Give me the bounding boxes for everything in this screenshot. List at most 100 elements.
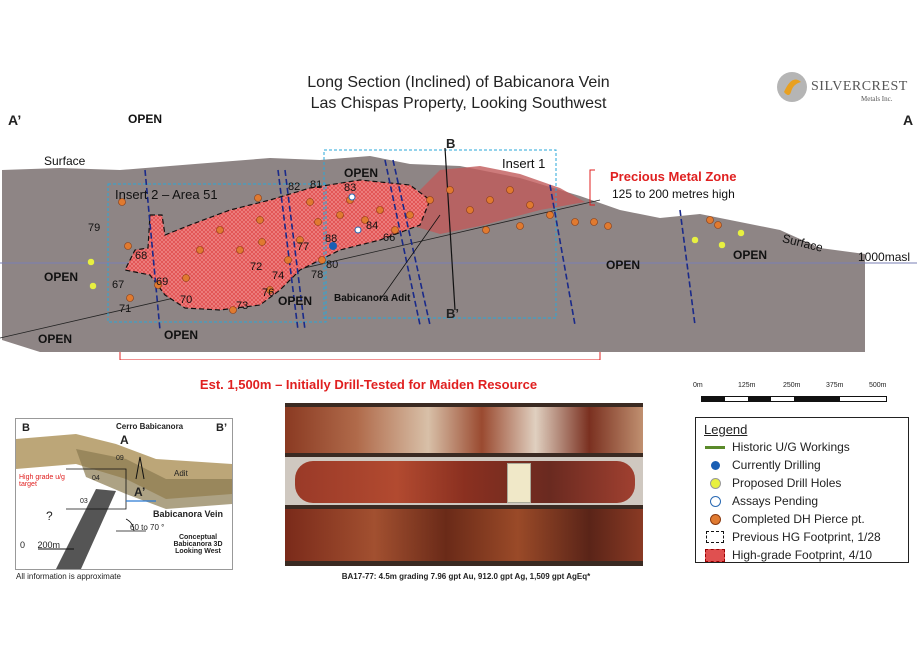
inset-angle-label: 60 to 70 °: [130, 523, 165, 532]
scale-tick-label: 125m: [738, 382, 756, 389]
surface-label-left: Surface: [44, 154, 86, 168]
logo-subtitle: Metals Inc.: [861, 95, 893, 103]
insert-1-label: Insert 1: [502, 156, 546, 171]
legend-item-previous-hg: Previous HG Footprint, 1/28: [704, 528, 900, 546]
open-label: OPEN: [278, 294, 313, 308]
core-row: [295, 461, 635, 503]
insert-2-label: Insert 2 – Area 51: [115, 187, 218, 202]
pmz-subtitle: 125 to 200 metres high: [612, 187, 735, 201]
inset-a-label: A: [120, 433, 129, 447]
inset-adit-label: Adit: [174, 469, 188, 478]
hole-number: 84: [366, 220, 379, 232]
scale-bar-graphic: [701, 396, 887, 402]
pmz-bracket: [589, 169, 595, 206]
silvercrest-logo: SILVERCREST Metals Inc.: [775, 70, 910, 106]
open-label: OPEN: [733, 248, 768, 262]
hole-number: 77: [297, 241, 310, 253]
extent-label: Est. 1,500m – Initially Drill-Tested for…: [199, 377, 538, 392]
scale-tick-label: 250m: [783, 382, 801, 389]
scale-tick-label: 500m: [869, 382, 887, 389]
open-label: OPEN: [164, 328, 199, 342]
hole-number: 81: [310, 179, 323, 191]
adit-pointer: [379, 214, 441, 301]
legend-title: Legend: [704, 422, 748, 437]
green-line-icon: [704, 445, 726, 449]
hole-number: 73: [236, 300, 249, 312]
section-b-line: [444, 147, 456, 311]
page-title-line2: Las Chispas Property, Looking Southwest: [310, 95, 607, 112]
insert-2-box: [107, 183, 327, 323]
legend-item-historic: Historic U/G Workings: [704, 438, 900, 456]
core-caption: BA17-77: 4.5m grading 7.96 gpt Au, 912.0…: [341, 572, 591, 581]
extent-bracket: [119, 352, 601, 360]
long-section-diagram: [0, 147, 917, 360]
high-grade-footprint: [124, 179, 431, 311]
legend-item-drilling: Currently Drilling: [704, 456, 900, 474]
page-title-line1: Long Section (Inclined) of Babicanora Ve…: [307, 74, 610, 91]
approximate-note: All information is approximate: [16, 572, 121, 581]
inset-conceptual-label: Conceptual Babicanora 3D Looking West: [173, 534, 223, 555]
section-a: A: [903, 112, 914, 128]
inset-scale-label: 0 200m: [20, 540, 61, 550]
hole-number: 69: [156, 276, 169, 288]
orange-dot-icon: [704, 513, 726, 525]
current-drill-hole: [329, 242, 337, 250]
inset-code: 03: [80, 498, 88, 505]
hole-number: 76: [262, 287, 275, 299]
hole-number: 74: [272, 270, 285, 282]
scale-tick-label: 0m: [693, 382, 703, 389]
inset-3d-graphic: [16, 434, 232, 569]
inset-b-prime-label: B’: [216, 422, 227, 434]
inset-cerro-label: Cerro Babicanora: [116, 422, 184, 431]
adit-label: Babicanora Adit: [334, 293, 411, 304]
inset-vein-label: Babicanora Vein: [153, 509, 224, 519]
elevation-label: 1000masl: [858, 250, 911, 264]
inset-a-prime-label: A’: [134, 485, 146, 499]
inset-high-grade-label: High grade u/g target: [19, 474, 65, 488]
hole-number: 71: [119, 303, 132, 315]
hole-number: 70: [180, 294, 193, 306]
inset-question: ?: [46, 509, 53, 523]
hole-number: 67: [112, 279, 125, 291]
hole-number: 72: [250, 261, 263, 273]
hole-number: 82: [288, 181, 301, 193]
legend-box: Legend Historic U/G Workings Currently D…: [695, 417, 909, 563]
proposed-holes: [87, 229, 745, 290]
inset-code: 09: [116, 455, 124, 462]
open-label: OPEN: [606, 258, 641, 272]
hole-number: 79: [88, 222, 101, 234]
assays-pending: [348, 193, 362, 234]
legend-item-high-grade: High-grade Footprint, 4/10: [704, 546, 900, 564]
open-label: OPEN: [128, 112, 163, 126]
hole-number: 68: [135, 250, 148, 262]
yellow-dot-icon: [704, 477, 726, 489]
open-label: OPEN: [344, 166, 379, 180]
legend-item-completed: Completed DH Pierce pt.: [704, 510, 900, 528]
section-b-label: B: [446, 136, 456, 151]
dashed-box-icon: [704, 531, 726, 543]
fault-lines: [144, 159, 696, 331]
inset-b-label: B: [22, 422, 30, 434]
hole-number: 66: [383, 232, 396, 244]
hole-number: 88: [325, 233, 338, 245]
hole-number: 83: [344, 182, 357, 194]
drill-core-photo: [285, 403, 643, 566]
legend-item-pending: Assays Pending: [704, 492, 900, 510]
hole-number: 80: [326, 259, 339, 271]
pmz-title: Precious Metal Zone: [610, 169, 737, 184]
babicanora-3d-inset: B B’ A A’ Cerro Babicanora Adit High gra…: [15, 418, 233, 570]
blue-dot-icon: [704, 460, 726, 470]
legend-item-proposed: Proposed Drill Holes: [704, 474, 900, 492]
precious-metal-zone: [410, 166, 585, 234]
core-tag: [507, 463, 531, 503]
section-b-prime-label: B’: [446, 306, 459, 321]
core-row: [285, 509, 643, 561]
open-label: OPEN: [44, 270, 79, 284]
section-a-prime: A’: [8, 112, 22, 128]
core-row: [285, 407, 643, 453]
scale-bar: 0m 125m 250m 375m 500m: [693, 382, 893, 414]
red-hatch-icon: [704, 548, 726, 562]
insert-1-box: [323, 149, 557, 319]
pierce-points: [118, 186, 722, 314]
logo-name: SILVERCREST: [811, 79, 908, 94]
